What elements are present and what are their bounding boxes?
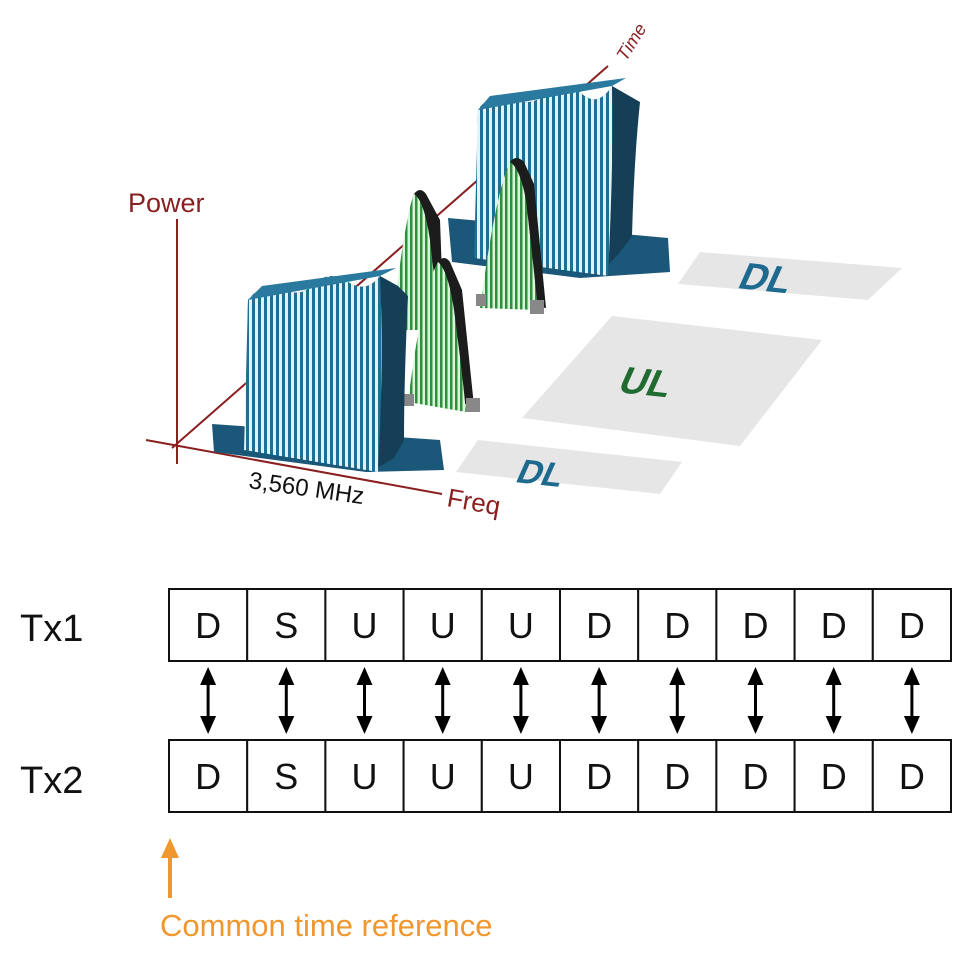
- tx2-slot-2: [246, 739, 327, 813]
- center-frequency-label: 3,560 MHz: [247, 467, 366, 510]
- tx1-label: Tx1: [20, 608, 84, 650]
- freq-axis-line: [145, 439, 443, 495]
- tx1-slot-8: [715, 588, 796, 662]
- tx1-slot-10: [871, 588, 952, 662]
- tx1-slot-5: [480, 588, 561, 662]
- ul-block: [522, 316, 822, 446]
- sync-arrow-8: [747, 667, 764, 734]
- tx1-slot-2: [246, 588, 327, 662]
- sync-arrow-3: [356, 667, 373, 734]
- spectrum-illustration: Power Time Freq 3,560 MHz DL UL DL: [128, 20, 902, 521]
- tx1-slot-4-label: U: [430, 605, 456, 646]
- sync-arrow-9: [825, 667, 842, 734]
- tx1-slot-7: [637, 588, 718, 662]
- tx2-slot-8-label: D: [743, 756, 769, 797]
- sync-arrow-10: [903, 667, 920, 734]
- sync-arrow-4: [434, 667, 451, 734]
- tx2-slot-9-label: D: [821, 756, 847, 797]
- frame-structure: D S U U U D D D D D D S U U U D D D D D: [161, 588, 952, 898]
- dl-carrier-far: [448, 78, 670, 278]
- freq-axis-label: Freq: [445, 482, 503, 521]
- sync-arrow-1: [200, 667, 217, 734]
- tx1-slot-7-label: D: [664, 605, 690, 646]
- tx2-slot-7-label: D: [664, 756, 690, 797]
- tx2-slot-10: [871, 739, 952, 813]
- power-axis-label: Power: [128, 188, 205, 218]
- tx2-slot-5: [480, 739, 561, 813]
- tx1-slot-6-label: D: [586, 605, 612, 646]
- tx2-slot-6-label: D: [586, 756, 612, 797]
- tx2-slot-10-label: D: [899, 756, 925, 797]
- tx1-slot-9-label: D: [821, 605, 847, 646]
- tx2-slot-3-label: U: [352, 756, 378, 797]
- tx1-slot-2-label: S: [274, 605, 298, 646]
- dl-block-near: [456, 440, 682, 494]
- dl-block-far: [678, 252, 902, 300]
- tx1-slot-3-label: U: [352, 605, 378, 646]
- ul-carrier-right: [476, 158, 546, 314]
- tx1-slot-3: [324, 588, 405, 662]
- tx2-slot-1-label: D: [195, 756, 221, 797]
- tx2-slot-9: [793, 739, 874, 813]
- common-time-reference-label: Common time reference: [160, 908, 493, 943]
- tx1-slot-9: [793, 588, 874, 662]
- tx1-slot-1-label: D: [195, 605, 221, 646]
- tx1-slot-5-label: U: [508, 605, 534, 646]
- tx1-slot-10-label: D: [899, 605, 925, 646]
- sync-arrow-2: [278, 667, 295, 734]
- sync-arrow-6: [591, 667, 608, 734]
- tx2-slot-2-label: S: [274, 756, 298, 797]
- tx2-label: Tx2: [20, 760, 84, 802]
- sync-arrow-7: [669, 667, 686, 734]
- dl-carrier-near: [212, 268, 444, 472]
- time-reference-arrow: [161, 838, 179, 898]
- tx2-slot-1: [168, 739, 249, 813]
- tx1-slot-8-label: D: [743, 605, 769, 646]
- tx2-slot-6: [559, 739, 640, 813]
- tx1-slot-6: [559, 588, 640, 662]
- time-axis-label: Time: [612, 20, 650, 64]
- tx2-slot-5-label: U: [508, 756, 534, 797]
- tx2-slot-8: [715, 739, 796, 813]
- sync-arrow-5: [512, 667, 529, 734]
- ul-carrier-mid: [404, 258, 480, 412]
- tx2-slot-4-label: U: [430, 756, 456, 797]
- tx2-slot-3: [324, 739, 405, 813]
- tx1-slot-1: [168, 588, 249, 662]
